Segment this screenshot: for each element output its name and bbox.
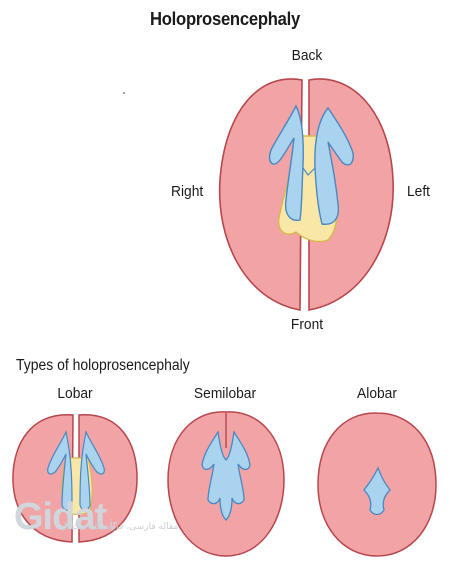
semilobar-ventricle	[201, 430, 251, 521]
watermark-logo: Gidat	[14, 496, 107, 538]
type-label-semilobar: Semilobar	[193, 385, 257, 402]
label-back: Back	[291, 47, 323, 64]
lobar-left-ventricle	[79, 430, 105, 511]
type-label-lobar: Lobar	[57, 385, 93, 402]
lobar-right-ventricle	[47, 430, 73, 511]
diagram-title: Holoprosencephaly	[150, 8, 300, 29]
stray-dot	[123, 92, 125, 94]
type-label-alobar: Alobar	[357, 385, 397, 402]
label-right: Right	[171, 183, 204, 200]
main-right-ventricle	[268, 104, 304, 221]
label-left: Left	[407, 183, 431, 200]
main-ventricle-midline	[302, 167, 316, 176]
types-heading: Types of holoprosencephaly	[16, 357, 190, 374]
alobar-ventricle	[363, 466, 391, 516]
alobar-brain	[317, 412, 437, 557]
main-brain	[218, 78, 394, 311]
watermark-tagline: مقاله فارسی، فروشگاه دیجیتال	[60, 522, 179, 532]
lobar-brain	[12, 414, 138, 543]
watermark-tld: .ir	[106, 517, 117, 532]
semilobar-brain	[167, 411, 285, 557]
watermark: Gidat.ir	[14, 496, 117, 539]
label-front: Front	[290, 316, 324, 333]
